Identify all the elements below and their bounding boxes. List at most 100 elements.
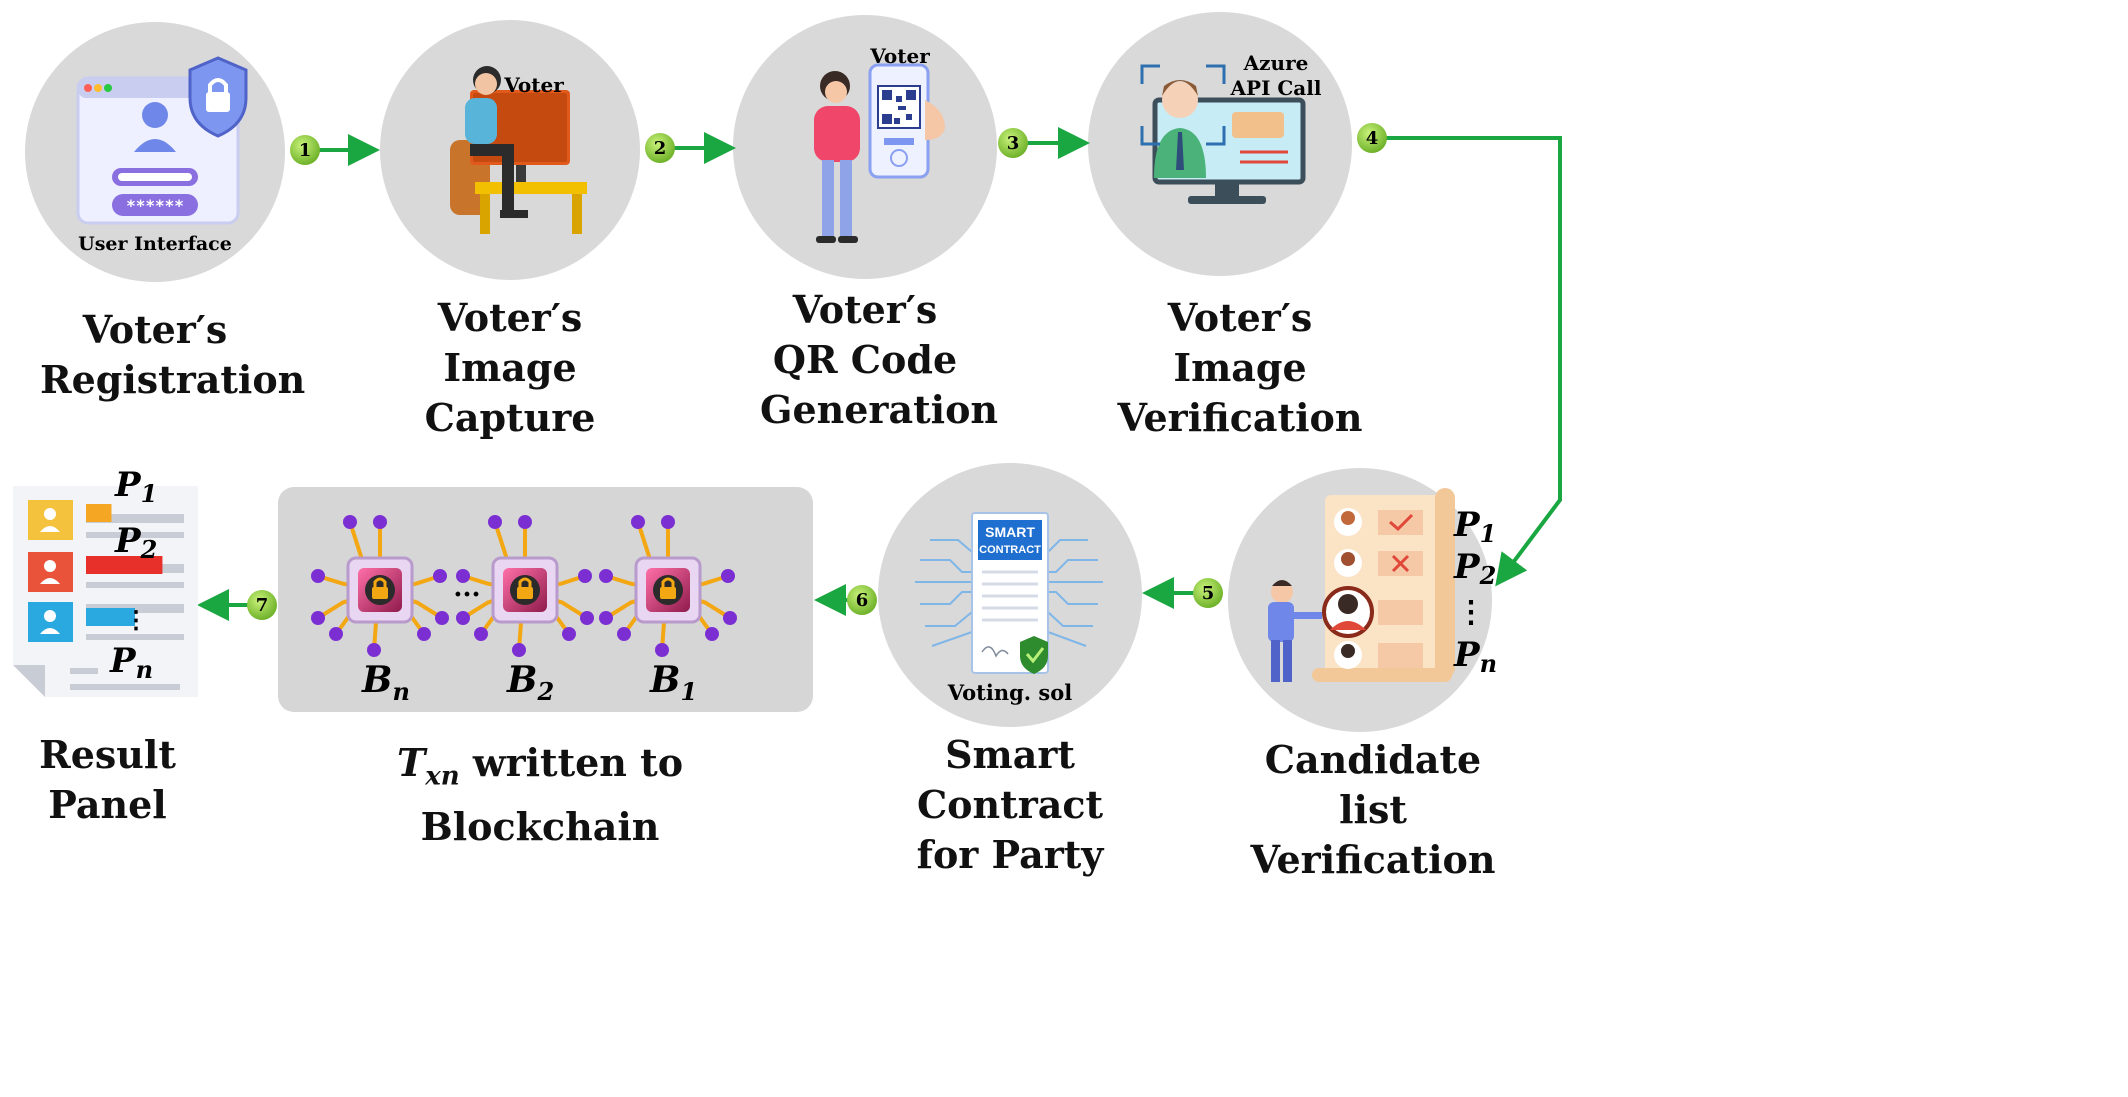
svg-text:P2: P2	[114, 521, 157, 564]
result-row-n: ⋮	[28, 602, 184, 642]
badge-4: 4	[1357, 123, 1387, 153]
circuit-node	[373, 515, 387, 529]
circuit-node	[723, 611, 737, 625]
circuit-node	[329, 627, 343, 641]
result-ellipsis: ⋮	[124, 605, 148, 634]
user-interface-label: User Interface	[78, 233, 232, 255]
candidate-list-illustration: P1 P2 ⋮ Pn	[1268, 488, 1497, 682]
svg-text:******: ******	[126, 196, 184, 215]
block-label: B2	[506, 659, 554, 706]
svg-text:Pn: Pn	[109, 641, 153, 684]
badge-7: 7	[247, 590, 277, 620]
svg-text:4: 4	[1366, 128, 1379, 149]
arrow-4	[1372, 136, 1562, 587]
circuit-node	[518, 515, 532, 529]
circuit-node	[456, 611, 470, 625]
svg-text:7: 7	[256, 595, 269, 616]
azure-label-line-1: Azure	[1243, 51, 1309, 75]
chain-ellipsis: ...	[453, 573, 480, 603]
password-field	[112, 194, 198, 216]
svg-text:P1: P1	[1453, 505, 1496, 548]
result-panel-illustration: ⋮ P1 P2 Pn	[13, 465, 198, 697]
block-label: Bn	[361, 659, 410, 706]
circuit-node	[512, 643, 526, 657]
circuit-node	[474, 627, 488, 641]
circuit-node	[311, 611, 325, 625]
svg-text:6: 6	[856, 590, 869, 611]
candidate-row-1	[1334, 508, 1423, 536]
result-bar-fill	[86, 608, 135, 626]
circuit-node	[488, 515, 502, 529]
result-bar-fill	[86, 504, 112, 522]
circuit-node	[721, 569, 735, 583]
badge-3: 3	[998, 128, 1028, 158]
step-badges: 1 2 3 4 5 6 7	[247, 123, 1387, 620]
contract-file-label: Voting. sol	[947, 680, 1072, 705]
tick-icon	[1389, 513, 1414, 532]
svg-text:Pn: Pn	[1453, 635, 1497, 678]
block-3: B1	[599, 515, 737, 706]
circuit-node	[661, 515, 675, 529]
circuit-node	[367, 643, 381, 657]
candidate-ellipsis: ⋮	[1456, 595, 1486, 630]
circuit-node	[456, 569, 470, 583]
circuit-lines-icon	[915, 539, 1103, 647]
svg-text:3: 3	[1007, 133, 1020, 154]
circuit-node	[631, 515, 645, 529]
svg-text:2: 2	[654, 138, 667, 159]
step-3-circle	[733, 15, 997, 279]
block-label: B1	[649, 659, 697, 706]
circuit-node	[655, 643, 669, 657]
qr-code-illustration: Voter	[814, 44, 945, 243]
circuit-node	[599, 611, 613, 625]
svg-text:CONTRACT: CONTRACT	[979, 544, 1041, 556]
circuit-node	[311, 569, 325, 583]
user-avatar-icon	[142, 102, 168, 128]
check-shield-icon	[1020, 636, 1048, 674]
capture-voter-label: Voter	[503, 73, 564, 97]
circuit-node	[435, 611, 449, 625]
image-capture-illustration: Voter	[450, 66, 587, 234]
check-circle-icon	[890, 149, 908, 167]
badge-5: 5	[1193, 578, 1223, 608]
circuit-node	[433, 569, 447, 583]
circuit-node	[578, 569, 592, 583]
circuit-node	[417, 627, 431, 641]
blockchain-blocks: Bn B2 B1	[311, 515, 737, 706]
caption-step-7: Result Panel	[39, 732, 176, 827]
circuit-node	[580, 611, 594, 625]
svg-text:P1: P1	[114, 465, 157, 508]
circuit-node	[343, 515, 357, 529]
circuit-node	[562, 627, 576, 641]
circuit-node	[617, 627, 631, 641]
svg-text:P2: P2	[1453, 547, 1496, 590]
caption-blockchain: Txn written to Blockchain	[396, 740, 684, 849]
smart-contract-illustration: SMART CONTRACT Voting. sol	[915, 512, 1103, 705]
result-row-1	[28, 500, 184, 540]
azure-verification-illustration: Azure API Call	[1140, 51, 1322, 204]
face-icon	[1162, 82, 1198, 118]
result-bar-fill	[86, 556, 163, 574]
result-bar-track	[86, 514, 184, 523]
block-1: Bn	[311, 515, 449, 706]
svg-text:5: 5	[1202, 583, 1215, 604]
circuit-node	[705, 627, 719, 641]
face-scan-frame-icon	[1140, 64, 1226, 146]
result-row-2	[28, 552, 184, 592]
cross-icon	[1391, 554, 1410, 573]
badge-2: 2	[645, 133, 675, 163]
svg-text:SMART: SMART	[985, 524, 1035, 540]
candidate-row-n	[1334, 641, 1423, 669]
circuit-node	[599, 569, 613, 583]
svg-text:1: 1	[299, 140, 312, 161]
qr-voter-label: Voter	[869, 44, 930, 68]
azure-label-line-2: API Call	[1230, 76, 1322, 100]
badge-6: 6	[847, 585, 877, 615]
